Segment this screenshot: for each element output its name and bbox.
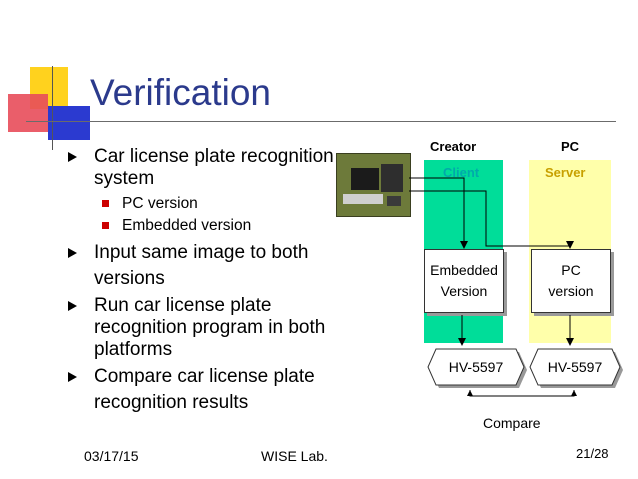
pc-version-line2: version: [548, 283, 594, 299]
sub-bullet-text: Embedded version: [122, 217, 252, 234]
bullet-marker-icon: [68, 301, 77, 311]
footer-date: 03/17/15: [84, 448, 139, 464]
footer-lab: WISE Lab.: [261, 448, 328, 464]
embedded-version-line1: Embedded: [430, 262, 498, 278]
decor-blue-block: [48, 106, 90, 140]
client-label: Client: [443, 165, 480, 180]
compare-label: Compare: [483, 415, 541, 431]
bullet-item: Input same image to both versions: [66, 240, 356, 292]
slide-title: Verification: [90, 72, 271, 113]
footer-page-number: 21/28: [576, 446, 609, 461]
sub-bullet-item: Embedded version: [66, 215, 356, 237]
bullet-item: Run car license plate recognition progra…: [66, 295, 356, 361]
bullet-item: Compare car license plate recognition re…: [66, 364, 356, 416]
decor-red-block: [8, 94, 48, 132]
title-underline: [26, 121, 616, 122]
sub-bullet-item: PC version: [66, 193, 356, 215]
bullet-marker-icon: [68, 152, 77, 162]
left-output-text: HV-5597: [448, 359, 504, 375]
server-label: Server: [545, 165, 586, 180]
bullet-marker-icon: [68, 248, 77, 258]
bullet-text: Car license plate recognition system: [94, 146, 334, 189]
bullet-text: Input same image to both versions: [94, 242, 309, 289]
sub-bullet-marker-icon: [102, 200, 109, 207]
bullet-text: Compare car license plate recognition re…: [94, 366, 315, 413]
sub-bullet-marker-icon: [102, 222, 109, 229]
bullet-marker-icon: [68, 372, 77, 382]
pc-version-box: PC version: [531, 249, 611, 313]
sub-bullet-text: PC version: [122, 195, 198, 212]
pc-label: PC: [561, 139, 580, 154]
pc-version-line1: PC: [561, 262, 581, 278]
embedded-version-box: Embedded Version: [424, 249, 504, 313]
camera-board-photo: [336, 153, 411, 217]
compare-bracket: [469, 390, 575, 397]
right-output-text: HV-5597: [547, 359, 603, 375]
creator-label: Creator: [430, 139, 477, 154]
bullet-item: Car license plate recognition system: [66, 146, 356, 190]
bullet-text: Run car license plate recognition progra…: [94, 295, 326, 360]
embedded-version-line2: Version: [440, 283, 488, 299]
bullet-list: Car license plate recognition system PC …: [66, 146, 356, 419]
decor-vertical-line: [52, 66, 53, 150]
